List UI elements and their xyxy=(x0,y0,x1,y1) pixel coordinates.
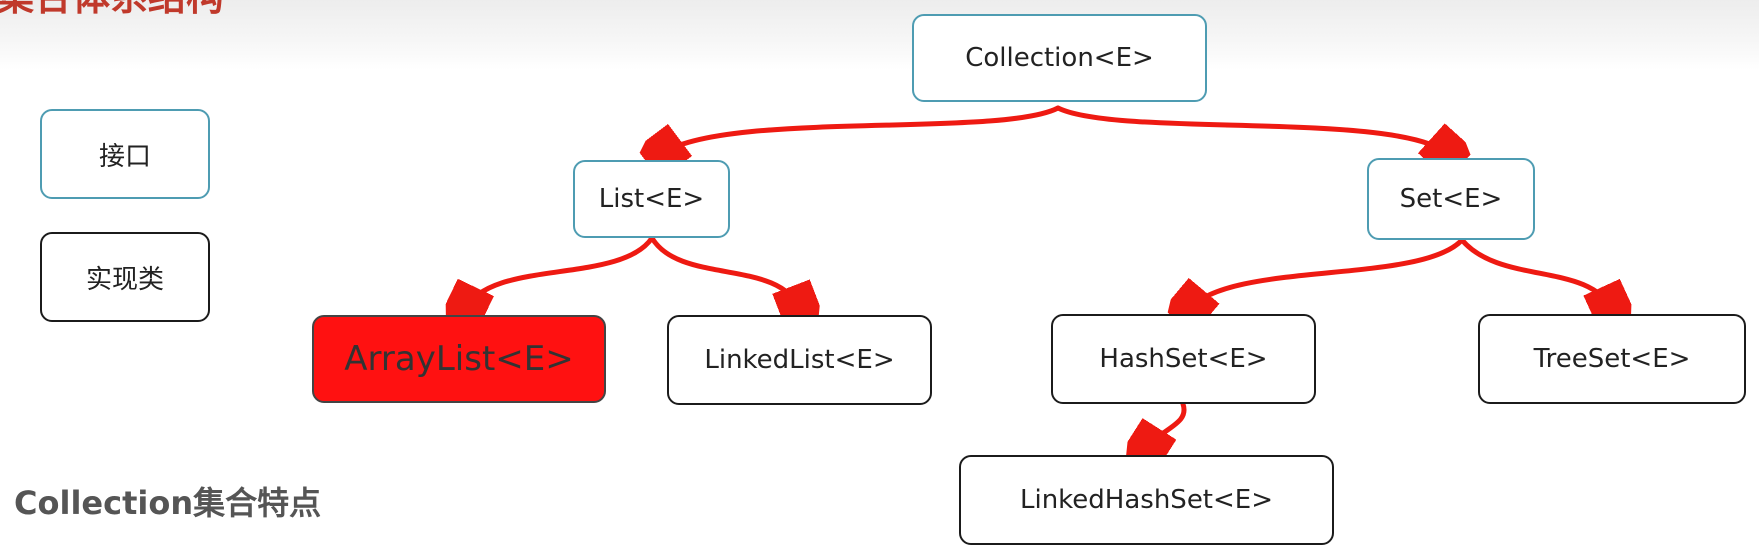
node-linkedlist: LinkedList<E> xyxy=(667,315,932,405)
edge-collection-list xyxy=(660,105,1061,155)
node-collection: Collection<E> xyxy=(912,14,1207,102)
page-title: 集合体系结构 xyxy=(0,0,224,21)
collection-features-label: Collection集合特点 xyxy=(14,484,322,522)
node-treeset: TreeSet<E> xyxy=(1478,314,1746,404)
legend-interface: 接口 xyxy=(40,109,210,199)
node-hashset: HashSet<E> xyxy=(1051,314,1316,404)
node-set: Set<E> xyxy=(1367,158,1535,240)
edge-collection-set xyxy=(1055,105,1450,155)
edge-set-treeset xyxy=(1459,237,1612,310)
edge-list-linkedlist xyxy=(649,235,800,310)
edge-list-arraylist xyxy=(465,235,655,310)
edge-hashset-linkedhashset xyxy=(1146,401,1187,450)
node-list: List<E> xyxy=(573,160,730,238)
edge-set-hashset xyxy=(1188,237,1465,310)
node-arraylist: ArrayList<E> xyxy=(312,315,606,403)
node-linkedhashset: LinkedHashSet<E> xyxy=(959,455,1334,545)
legend-implementation: 实现类 xyxy=(40,232,210,322)
